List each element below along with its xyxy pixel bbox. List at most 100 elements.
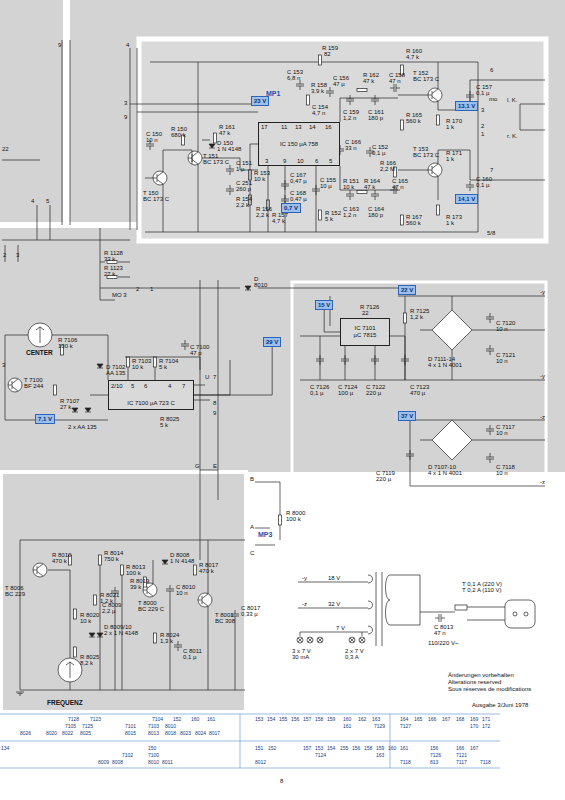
- part-label: D 7102: [106, 364, 125, 370]
- part-label: R 8014: [104, 550, 123, 556]
- part-label: 0,1 µ: [476, 90, 489, 96]
- part-label: 7129: [374, 724, 385, 729]
- part-label: 154: [267, 717, 275, 722]
- part-label: 151: [255, 746, 263, 751]
- part-label: 172: [482, 724, 490, 729]
- part-label: 7118: [480, 760, 491, 765]
- part-label: 1,3 k: [160, 638, 173, 644]
- part-label: R 1123: [104, 265, 123, 271]
- part-label: 30 mA: [292, 654, 309, 660]
- part-label: 2 x AA 135: [68, 424, 97, 430]
- part-label: 171: [482, 717, 490, 722]
- part-label: 161: [207, 717, 215, 722]
- part-label: 5 k: [160, 422, 168, 428]
- node-text: 22 V: [401, 287, 413, 293]
- part-label: C 152: [372, 144, 388, 150]
- part-label: R 8000: [286, 510, 305, 516]
- part-label: 11: [281, 124, 287, 130]
- part-label: 0,47 µ: [290, 196, 307, 202]
- part-label: 220 µ: [376, 476, 391, 482]
- part-label: 166: [456, 746, 464, 751]
- part-label: 155: [340, 746, 348, 751]
- voltage-tag: 14,1 V: [455, 194, 478, 204]
- part-label: R 170: [446, 118, 462, 124]
- part-label: 10 n: [176, 590, 188, 596]
- part-label: C 7123: [410, 384, 429, 390]
- part-label: 166: [428, 717, 436, 722]
- part-label: 5: [131, 383, 134, 389]
- node-text: 0,7 V: [284, 205, 298, 211]
- part-label: 7101: [125, 724, 136, 729]
- part-label: C 157: [476, 84, 492, 90]
- part-label: R 167: [406, 214, 422, 220]
- part-label: R 8025: [80, 654, 99, 660]
- part-label: 2,2 M: [380, 166, 395, 172]
- part-label: C 8011: [183, 648, 202, 654]
- part-label: 14: [309, 124, 316, 130]
- part-label: 8017: [209, 731, 220, 736]
- part-label: R 150: [171, 126, 187, 132]
- part-label: 39 k: [130, 584, 141, 590]
- part-label: 169: [470, 717, 478, 722]
- part-label: C 166: [345, 139, 361, 145]
- part-label: R 161: [219, 124, 235, 130]
- part-label: 167: [470, 746, 478, 751]
- part-label: C 161: [368, 109, 384, 115]
- part-label: C 7122: [366, 384, 385, 390]
- part-label: 160: [388, 746, 396, 751]
- part-label: C 163: [343, 206, 359, 212]
- part-label: MP1: [266, 90, 280, 97]
- part-label: Alterations reserved: [448, 679, 501, 685]
- part-label: T 8000: [138, 600, 157, 606]
- part-label: D 8009/10: [104, 624, 132, 630]
- part-label: 1 k: [446, 220, 454, 226]
- part-label: 0,1 µ: [310, 390, 323, 396]
- part-label: C 154: [312, 104, 328, 110]
- part-label: 470 µ: [410, 390, 425, 396]
- part-label: C: [250, 550, 254, 556]
- part-label: 8012: [255, 760, 266, 765]
- part-label: 5: [46, 198, 49, 204]
- part-label: T 0,2 A (110 V): [462, 587, 501, 593]
- part-label: 2,2 µ: [102, 608, 115, 614]
- part-label: C 251: [236, 180, 252, 186]
- part-label: 163: [372, 717, 380, 722]
- part-label: 100 k: [286, 516, 301, 522]
- part-label: T 153: [413, 146, 428, 152]
- part-label: D 7107-10: [428, 464, 456, 470]
- part-label: 180 p: [368, 212, 383, 218]
- part-label: 7126: [430, 753, 441, 758]
- part-label: R 8010: [52, 552, 71, 558]
- part-label: C 7124: [338, 384, 357, 390]
- part-label: CENTER: [26, 350, 53, 356]
- part-label: 7128: [68, 717, 79, 722]
- part-label: R 154: [236, 196, 252, 202]
- part-label: 4,7 k: [272, 218, 285, 224]
- part-label: 10 k: [254, 176, 265, 182]
- part-label: 152: [173, 717, 181, 722]
- part-label: 22: [362, 310, 369, 316]
- part-label: R 8017: [199, 562, 218, 568]
- node-text: 23 V: [254, 98, 266, 104]
- part-label: 47 n: [434, 630, 446, 636]
- part-label: 0,47 µ: [290, 178, 307, 184]
- part-label: 8022: [62, 731, 73, 736]
- part-label: T 151: [203, 153, 218, 159]
- node-text: IC 7100 µA 723 C: [127, 400, 175, 407]
- part-label: T 150: [143, 190, 158, 196]
- part-label: 47 µ: [333, 81, 345, 87]
- part-label: R 160: [406, 48, 422, 54]
- part-label: 560 k: [406, 118, 421, 124]
- part-label: 160: [343, 717, 351, 722]
- part-label: 5 k: [325, 216, 333, 222]
- part-label: 2,2 k: [256, 212, 269, 218]
- part-label: BC 229 C: [138, 606, 164, 612]
- part-label: 8009: [98, 760, 109, 765]
- part-label: R 159: [322, 45, 338, 51]
- part-label: 47 n: [392, 184, 404, 190]
- part-label: 0,1 µ: [476, 182, 489, 188]
- part-label: R 166: [380, 160, 396, 166]
- part-label: C 7126: [310, 384, 329, 390]
- wire-connector: [194, 347, 272, 395]
